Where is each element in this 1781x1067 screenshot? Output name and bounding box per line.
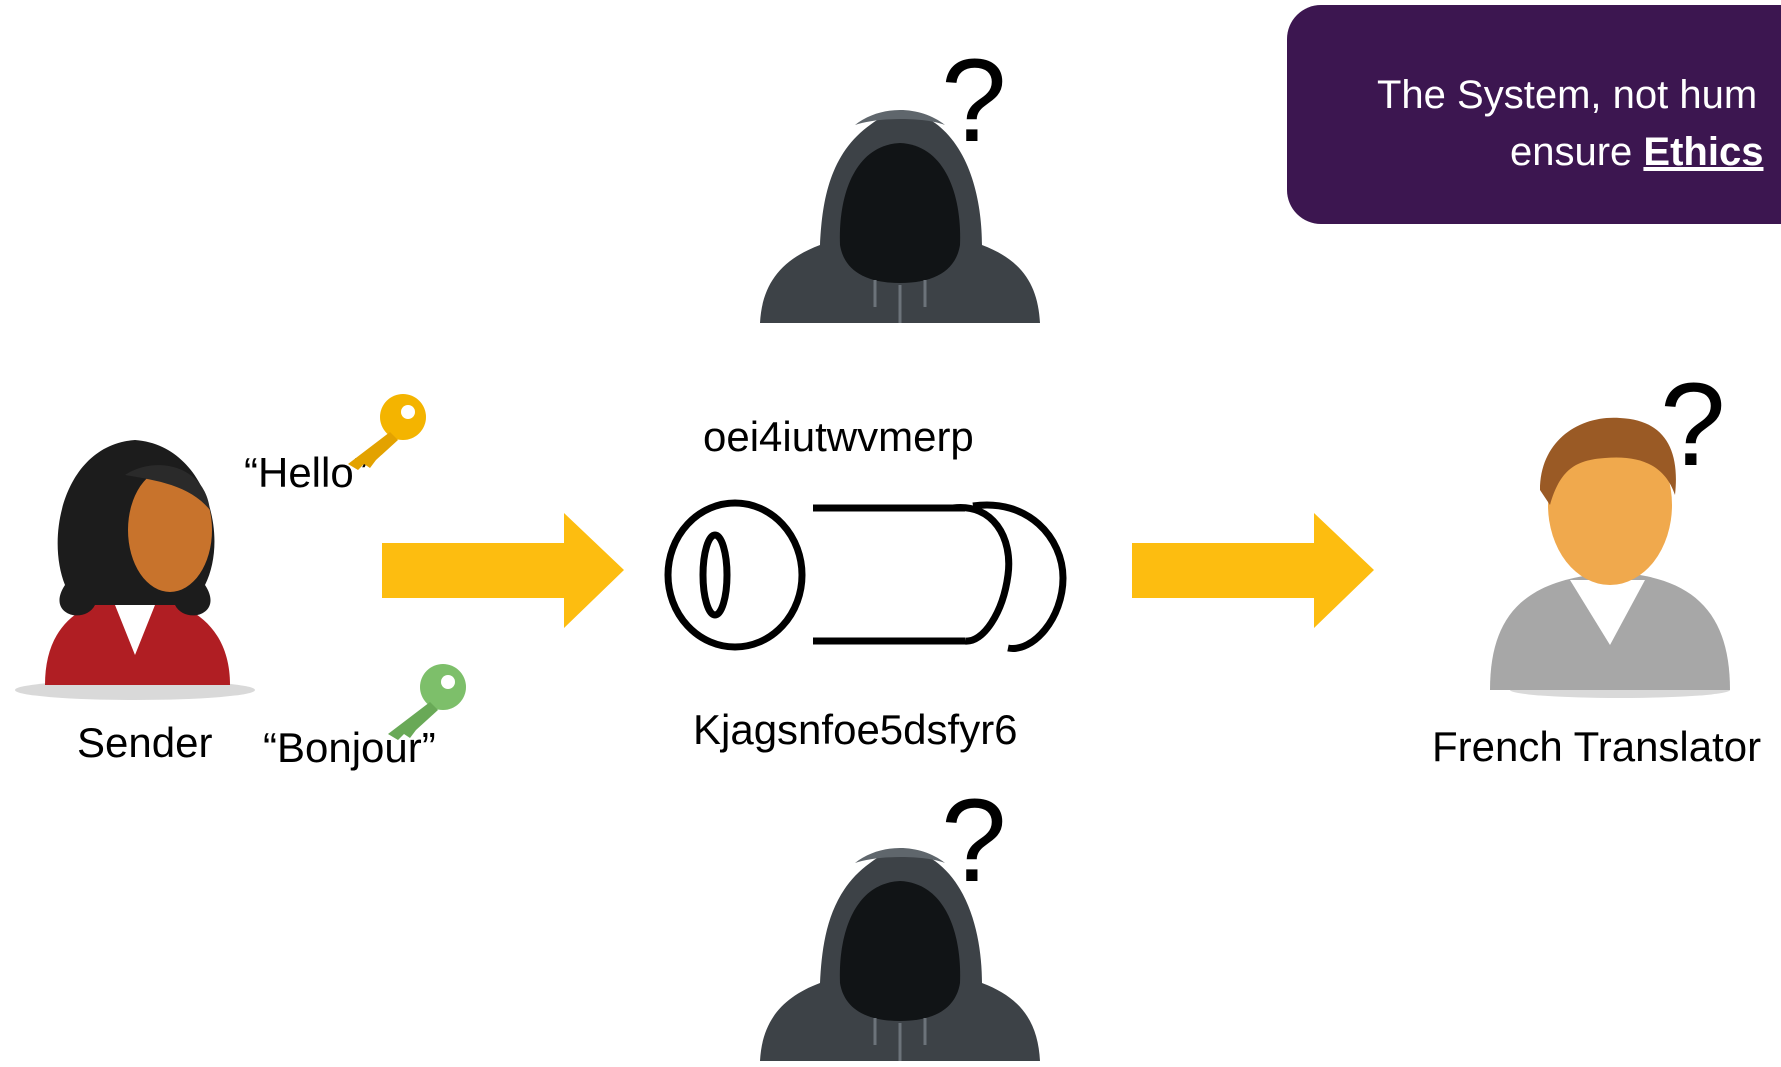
question-mark-bottom: ? [941,775,1007,907]
receiver-avatar-icon [1490,417,1730,698]
arrow-icon [1132,513,1374,628]
callout-line-2-prefix: ensure [1510,130,1644,174]
question-mark-receiver: ? [1660,359,1726,491]
hacker-icon [760,110,1040,323]
question-mark-top: ? [941,35,1007,167]
ciphertext-bottom: Kjagsnfoe5dsfyr6 [693,706,1018,753]
callout-ethics: Ethics [1643,130,1764,174]
sender-label: Sender [77,719,213,766]
ciphertext-top: oei4iutwvmerp [703,413,974,460]
pipe-icon [664,499,1067,652]
key-icon [348,394,426,470]
arrow-icon [382,513,624,628]
callout-line-1: The System, not hum [1377,73,1758,117]
hacker-icon [760,848,1040,1061]
sender-avatar-icon [15,440,255,700]
key-icon [388,664,466,740]
plaintext-message: “Hello” [244,449,368,496]
callout-line-2: ensure Ethics [1510,124,1763,181]
receiver-label: French Translator [1432,723,1762,770]
callout-box: The System, not hum ensure Ethics [1287,5,1781,224]
